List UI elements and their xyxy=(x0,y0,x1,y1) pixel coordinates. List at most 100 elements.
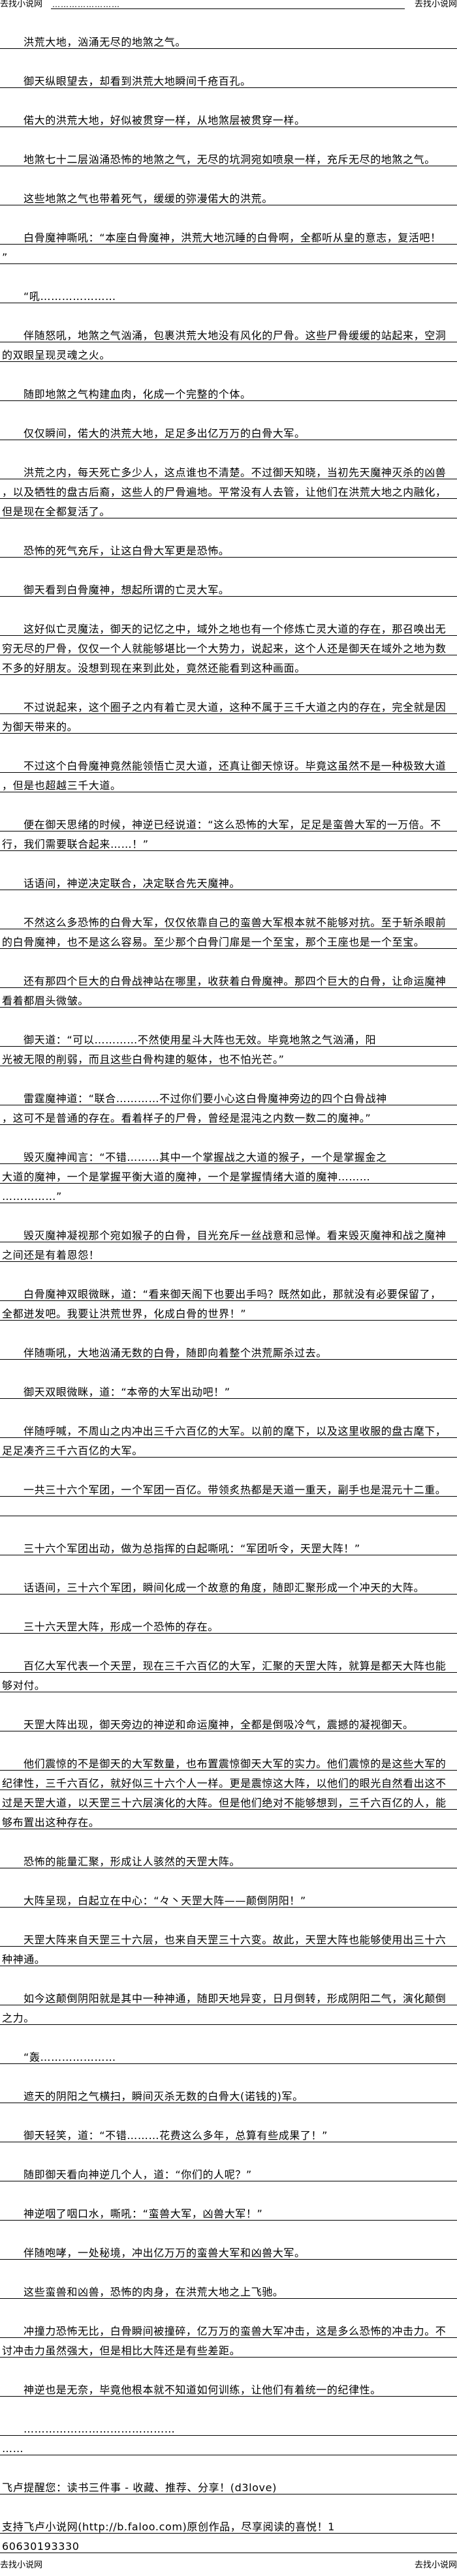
text-line: “吼………………… xyxy=(0,284,457,303)
paragraph: 不然这么多恐怖的白骨大军，仅仅依靠自己的蛮兽大军根本就不能够对抗。至于斩杀眼前的… xyxy=(0,910,457,949)
text-line: 的双眼呈现灵魂之火。 xyxy=(0,342,457,362)
text-line: 冲撞力恐怖无比，白骨瞬间被撞碎，亿万万的蛮兽大军冲击，这是多么恐怖的冲击力。不 xyxy=(0,2318,457,2338)
paragraph: 这些蛮兽和凶兽，恐怖的肉身，在洪荒大地之上飞驰。 xyxy=(0,2279,457,2299)
text-line: 纪律性，三千六百亿，就好似三十六个人一样。更是震惊这大阵，以他们的眼光自然看出这… xyxy=(0,1771,457,1790)
paragraph: 这些地煞之气也带着死气，缓缓的弥漫偌大的洪荒。 xyxy=(0,186,457,205)
text-line: 为御天带来的。 xyxy=(0,714,457,734)
paragraph: 洪荒之内，每天死亡多少人，这点谁也不清楚。不过御天知晓，当初先天魔神灭杀的凶兽，… xyxy=(0,460,457,518)
paragraph: 神逆咽了咽口水，嘶吼：“蛮兽大军，凶兽大军！” xyxy=(0,2201,457,2221)
text-line: 他们震惊的不是御天的大军数量，也布置震惊御天大军的实力。他们震惊的是这些大军的 xyxy=(0,1751,457,1771)
site-link-right[interactable]: 去找小说网 xyxy=(414,2560,457,2570)
paragraph: 恐怖的死气充斥，让这白骨大军更是恐怖。 xyxy=(0,538,457,558)
page-header: 去找小说网 …………………… 去找小说网 xyxy=(0,0,457,10)
chapter-body: 洪荒大地，汹涌无尽的地煞之气。御天纵眼望去，却看到洪荒大地瞬间千疮百孔。偌大的洪… xyxy=(0,29,457,2553)
paragraph: 伴随嘶吼，大地汹涌无数的白骨，随即向着整个洪荒厮杀过去。 xyxy=(0,1340,457,1360)
text-line: 不过说起来，这个圈子之内有着亡灵大道，这种不属于三千大道之内的存在，完全就是因 xyxy=(0,695,457,714)
text-line: 话语间，三十六个军团，瞬间化成一个故意的角度，随即汇聚形成一个冲天的大阵。 xyxy=(0,1575,457,1595)
text-line: 三十六个军团出动，做为总指挥的白起嘶吼：“军团听令，天罡大阵！” xyxy=(0,1536,457,1555)
text-line: 恐怖的能量汇聚，形成让人骇然的天罡大阵。 xyxy=(0,1849,457,1868)
text-line: 这些蛮兽和凶兽，恐怖的肉身，在洪荒大地之上飞驰。 xyxy=(0,2279,457,2299)
paragraph: 遮天的阴阳之气横扫，瞬间灭杀无数的白骨大(诺钱的)军。 xyxy=(0,2084,457,2103)
paragraph: 话语间，神逆决定联合，决定联合先天魔神。 xyxy=(0,871,457,890)
text-line: 全都迸发吧。我要让洪荒世界，化成白骨的世界！” xyxy=(0,1301,457,1321)
text-line: 看着都眉头微皱。 xyxy=(0,988,457,1008)
text-line: 天罡大阵出现，御天旁边的神逆和命运魔神，全都是倒吸冷气，震撼的凝视御天。 xyxy=(0,1712,457,1731)
paragraph: 不过说起来，这个圈子之内有着亡灵大道，这种不属于三千大道之内的存在，完全就是因为… xyxy=(0,695,457,734)
paragraph: 御天纵眼望去，却看到洪荒大地瞬间千疮百孔。 xyxy=(0,68,457,88)
site-link-left[interactable]: 去找小说网 xyxy=(0,2560,43,2570)
paragraph: 他们震惊的不是御天的大军数量，也布置震惊御天大军的实力。他们震惊的是这些大军的纪… xyxy=(0,1751,457,1829)
paragraph: 飞卢提醒您：读书三件事 - 收藏、推荐、分享！(d3love) xyxy=(0,2475,457,2494)
text-line: 毁灭魔神闻言：“不错………其中一个掌握战之大道的猴子，一个是掌握金之 xyxy=(0,1145,457,1164)
text-line: 洪荒大地，汹涌无尽的地煞之气。 xyxy=(0,29,457,49)
paragraph: 冲撞力恐怖无比，白骨瞬间被撞碎，亿万万的蛮兽大军冲击，这是多么恐怖的冲击力。不讨… xyxy=(0,2318,457,2358)
paragraph: 随即御天看向神逆几个人，道：“你们的人呢？” xyxy=(0,2162,457,2181)
paragraph: 白骨魔神双眼微眯，道：“看来御天阁下也要出手吗？既然如此，那就没有必要保留了，全… xyxy=(0,1281,457,1321)
site-link-left[interactable]: 去找小说网 xyxy=(0,0,43,9)
text-line: 足足凑齐三千六百亿的大军。 xyxy=(0,1438,457,1458)
paragraph: 天罡大阵来自天罡三十六层，也来自天罡三十六变。故此，天罡大阵也能够使用出三十六种… xyxy=(0,1927,457,1966)
text-line: 穷无尽的尸骨，仅仅一个人就能够堪比一个大势力，说起来，这个人还是御天在域外之地为… xyxy=(0,636,457,655)
paragraph: 支持飞卢小说网(http://b.faloo.com)原创作品，尽享阅读的喜悦！… xyxy=(0,2514,457,2553)
text-line: ” xyxy=(0,245,457,264)
header-divider xyxy=(51,8,405,9)
text-line: 洪荒之内，每天死亡多少人，这点谁也不清楚。不过御天知晓，当初先天魔神灭杀的凶兽 xyxy=(0,460,457,479)
text-line: 还有那四个巨大的白骨战神站在哪里，收获着白骨魔神。那四个巨大的白骨，让命运魔神 xyxy=(0,968,457,988)
text-line: ，以及牺牲的盘古后裔，这些人的尸骨遍地。平常没有人去管，让他们在洪荒大地之内融化… xyxy=(0,479,457,499)
text-line xyxy=(0,1497,457,1516)
text-line: 够对付。 xyxy=(0,1673,457,1692)
text-line: 大阵呈现，白起立在中心：“々丶天罡大阵——颠倒阴阳！” xyxy=(0,1888,457,1908)
paragraph: 天罡大阵出现，御天旁边的神逆和命运魔神，全都是倒吸冷气，震撼的凝视御天。 xyxy=(0,1712,457,1731)
text-line: 伴随咆哮，一处秘境，冲出亿万万的蛮兽大军和凶兽大军。 xyxy=(0,2240,457,2260)
paragraph: 话语间，三十六个军团，瞬间化成一个故意的角度，随即汇聚形成一个冲天的大阵。 xyxy=(0,1575,457,1595)
paragraph: 伴随怒吼，地煞之气汹涌，包裹洪荒大地没有风化的尸骨。这些尸骨缓缓的站起来，空洞的… xyxy=(0,323,457,362)
text-line: 之间还是有着恩怨！ xyxy=(0,1242,457,1262)
paragraph: 神逆也是无奈，毕竟他根本就不知道如何训练，让他们有着统一的纪律性。 xyxy=(0,2377,457,2397)
text-line: 不然这么多恐怖的白骨大军，仅仅依靠自己的蛮兽大军根本就不能够对抗。至于斩杀眼前 xyxy=(0,910,457,929)
text-line: …………………………………… xyxy=(0,2416,457,2436)
paragraph: 毁灭魔神凝视那个宛如猴子的白骨，目光充斥一丝战意和忌惮。看来毁灭魔神和战之魔神之… xyxy=(0,1223,457,1262)
text-line: 但是现在全都复活了。 xyxy=(0,499,457,518)
paragraph: 偌大的洪荒大地，好似被贯穿一样，从地煞层被贯穿一样。 xyxy=(0,108,457,127)
paragraph: 如今这颠倒阴阳就是其中一种神通，随即天地异变，日月倒转，形成阴阳二气，演化颠倒之… xyxy=(0,1986,457,2025)
text-line: 飞卢提醒您：读书三件事 - 收藏、推荐、分享！(d3love) xyxy=(0,2475,457,2494)
text-line: 伴随怒吼，地煞之气汹涌，包裹洪荒大地没有风化的尸骨。这些尸骨缓缓的站起来，空洞 xyxy=(0,323,457,342)
text-line: ……………” xyxy=(0,1184,457,1203)
text-line: 三十六天罡大阵，形成一个恐怖的存在。 xyxy=(0,1614,457,1634)
text-line: 60630193330 xyxy=(0,2534,457,2553)
text-line: 伴随呼喊，不周山之内冲出三千六百亿的大军。以前的麾下，以及这里收服的盘古麾下， xyxy=(0,1418,457,1438)
text-line: 之力。 xyxy=(0,2005,457,2025)
text-line: 随即御天看向神逆几个人，道：“你们的人呢？” xyxy=(0,2162,457,2181)
paragraph: 白骨魔神嘶吼：“本座白骨魔神，洪荒大地沉睡的白骨啊，全都听从皇的意志，复活吧！” xyxy=(0,225,457,264)
text-line: 恐怖的死气充斥，让这白骨大军更是恐怖。 xyxy=(0,538,457,558)
text-line: 这好似亡灵魔法，御天的记忆之中，域外之地也有一个修炼亡灵大道的存在，那召唤出无 xyxy=(0,616,457,636)
text-line: 行，我们需要联合起来……！” xyxy=(0,831,457,851)
paragraph: 还有那四个巨大的白骨战神站在哪里，收获着白骨魔神。那四个巨大的白骨，让命运魔神看… xyxy=(0,968,457,1008)
text-line: 不过这个白骨魔神竟然能领悟亡灵大道，还真让御天惊讶。毕竟这虽然不是一种极致大道 xyxy=(0,753,457,773)
paragraph: 御天道：“可以…………不然使用星斗大阵也无效。毕竟地煞之气汹涌，阳光被无限的削弱… xyxy=(0,1027,457,1066)
paragraph: 三十六个军团出动，做为总指挥的白起嘶吼：“军团听令，天罡大阵！” xyxy=(0,1536,457,1555)
text-line: “轰………………… xyxy=(0,2044,457,2064)
page-footer: 去找小说网 去找小说网 xyxy=(0,2558,457,2571)
paragraph: 御天看到白骨魔神，想起所谓的亡灵大军。 xyxy=(0,577,457,597)
paragraph: 仅仅瞬间，偌大的洪荒大地，足足多出亿万万的白骨大军。 xyxy=(0,421,457,440)
text-line: 百亿大军代表一个天罡，现在三千六百亿的大军，汇聚的天罡大阵，就算是都天大阵也能 xyxy=(0,1653,457,1673)
paragraph: 随即地煞之气构建血肉，化成一个完整的个体。 xyxy=(0,382,457,401)
text-line: 雷霆魔神道：“联合…………不过你们要小心这白骨魔神旁边的四个白骨战神 xyxy=(0,1086,457,1105)
text-line: 如今这颠倒阴阳就是其中一种神通，随即天地异变，日月倒转，形成阴阳二气，演化颠倒 xyxy=(0,1986,457,2005)
text-line: 话语间，神逆决定联合，决定联合先天魔神。 xyxy=(0,871,457,890)
paragraph: 便在御天思绪的时候，神逆已经说道：“这么恐怖的大军，足足是蛮兽大军的一万倍。不行… xyxy=(0,812,457,851)
paragraph: 恐怖的能量汇聚，形成让人骇然的天罡大阵。 xyxy=(0,1849,457,1868)
text-line: 仅仅瞬间，偌大的洪荒大地，足足多出亿万万的白骨大军。 xyxy=(0,421,457,440)
paragraph: 百亿大军代表一个天罡，现在三千六百亿的大军，汇聚的天罡大阵，就算是都天大阵也能够… xyxy=(0,1653,457,1692)
paragraph: 雷霆魔神道：“联合…………不过你们要小心这白骨魔神旁边的四个白骨战神，这可不是普… xyxy=(0,1086,457,1125)
paragraph: 不过这个白骨魔神竟然能领悟亡灵大道，还真让御天惊讶。毕竟这虽然不是一种极致大道，… xyxy=(0,753,457,792)
site-link-right[interactable]: 去找小说网 xyxy=(414,0,457,9)
text-line: 随即地煞之气构建血肉，化成一个完整的个体。 xyxy=(0,382,457,401)
paragraph: 御天轻笑，道：“不错………花费这么多年，总算有些成果了！” xyxy=(0,2123,457,2142)
text-line: 这些地煞之气也带着死气，缓缓的弥漫偌大的洪荒。 xyxy=(0,186,457,205)
text-line: 御天纵眼望去，却看到洪荒大地瞬间千疮百孔。 xyxy=(0,68,457,88)
text-line: ，但是也超越三千大道。 xyxy=(0,773,457,792)
text-line: 白骨魔神嘶吼：“本座白骨魔神，洪荒大地沉睡的白骨啊，全都听从皇的意志，复活吧！ xyxy=(0,225,457,245)
text-line: 种神通。 xyxy=(0,1947,457,1966)
